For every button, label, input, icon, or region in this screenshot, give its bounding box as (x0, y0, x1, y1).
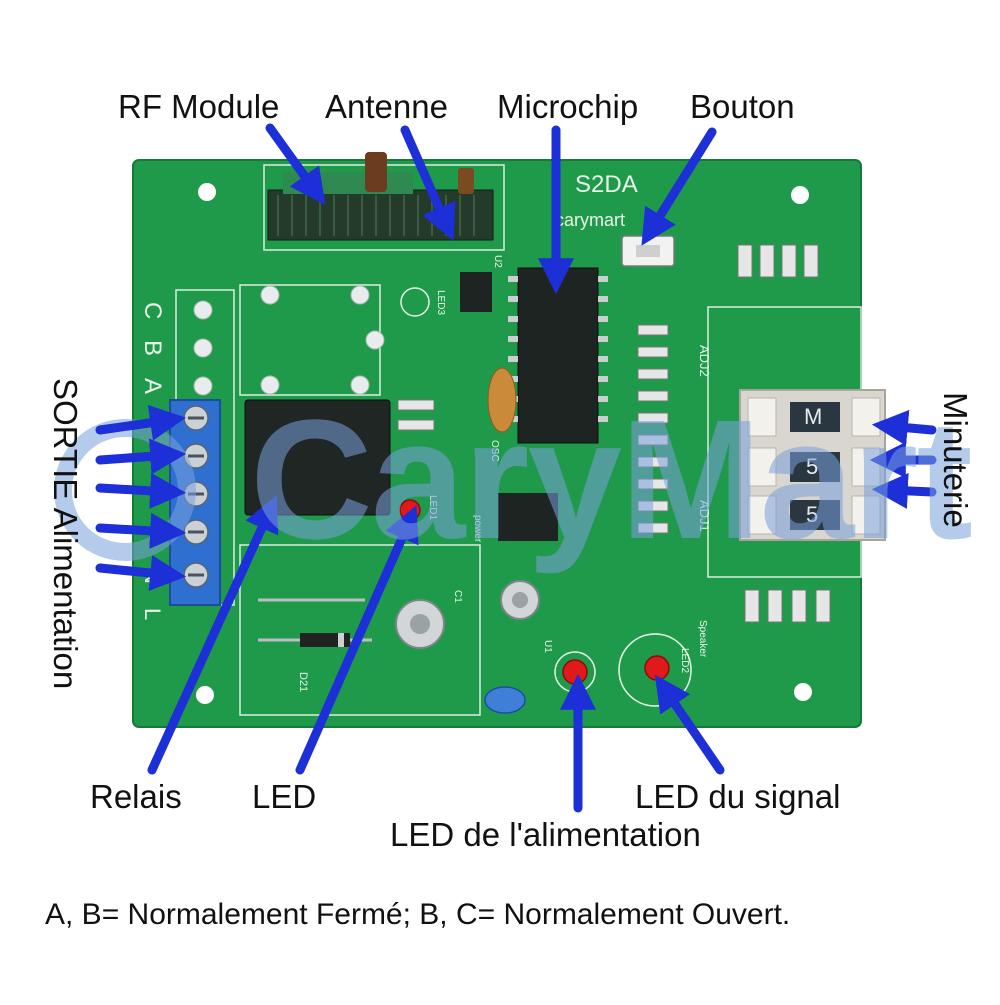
silk-power: power (472, 515, 483, 543)
arrow-sortie-4 (95, 512, 187, 549)
silk-adj2: ADJ2 (697, 345, 712, 377)
silk-u1: U1 (542, 640, 553, 653)
power-led (562, 659, 588, 685)
silk-led2: LED2 (679, 648, 690, 673)
silk-c1: C1 (452, 590, 463, 603)
terminal-letter-l: L (140, 608, 165, 620)
arrow-antenne (400, 125, 456, 241)
arrow-minuterie-1 (871, 409, 937, 446)
arrow-minuterie-3 (871, 472, 937, 509)
microchip (517, 267, 599, 444)
silk-d21: D21 (297, 672, 309, 692)
dip-digit-3: 5 (806, 502, 818, 527)
label-sortie-alimentation: SORTIE Alimentation (47, 378, 84, 690)
label-microchip: Microchip (497, 88, 639, 125)
arrow-sortie-3 (95, 472, 187, 509)
silk-u2: U2 (492, 255, 503, 268)
label-led-signal: LED du signal (635, 778, 841, 815)
relay (244, 399, 391, 516)
board-brand: carymart (555, 210, 625, 230)
arrow-sortie-2 (95, 438, 187, 475)
label-minuterie: Minuterie (937, 392, 974, 528)
dip-digit-2: 5 (806, 454, 818, 479)
arrow-sortie-5 (95, 555, 187, 591)
arrow-led-signal (654, 674, 725, 775)
arrow-relais (147, 495, 279, 775)
terminal-letter-a: A (139, 378, 166, 394)
signal-led (644, 655, 670, 681)
label-relais: Relais (90, 778, 182, 815)
mounting-hole (196, 686, 214, 704)
silk-adj1: ADJ1 (697, 500, 712, 532)
terminal-letter-c: C (139, 302, 166, 319)
dip-digit-1: M (804, 404, 822, 429)
silk-osc: OSC (489, 440, 500, 462)
mounting-hole (198, 183, 216, 201)
arrow-led (295, 505, 419, 775)
silk-led1: LED1 (427, 495, 438, 520)
silk-speaker: Speaker (697, 620, 708, 658)
caption: A, B= Normalement Fermé; B, C= Normaleme… (45, 898, 791, 931)
arrow-bouton (641, 127, 717, 246)
label-rf-module: RF Module (118, 88, 280, 125)
arrow-sortie-1 (95, 404, 187, 441)
label-led: LED (252, 778, 317, 815)
board-model: S2DA (575, 171, 638, 198)
label-antenne: Antenne (325, 88, 448, 125)
label-led-alimentation: LED de l'alimentation (390, 816, 701, 853)
silk-led3: LED3 (435, 290, 446, 315)
mounting-hole (791, 186, 809, 204)
label-bouton: Bouton (690, 88, 795, 125)
watermark: CaryMart (250, 385, 973, 575)
terminal-letter-b: B (139, 340, 166, 356)
arrow-rf-module (265, 123, 326, 206)
mounting-hole (794, 683, 812, 701)
